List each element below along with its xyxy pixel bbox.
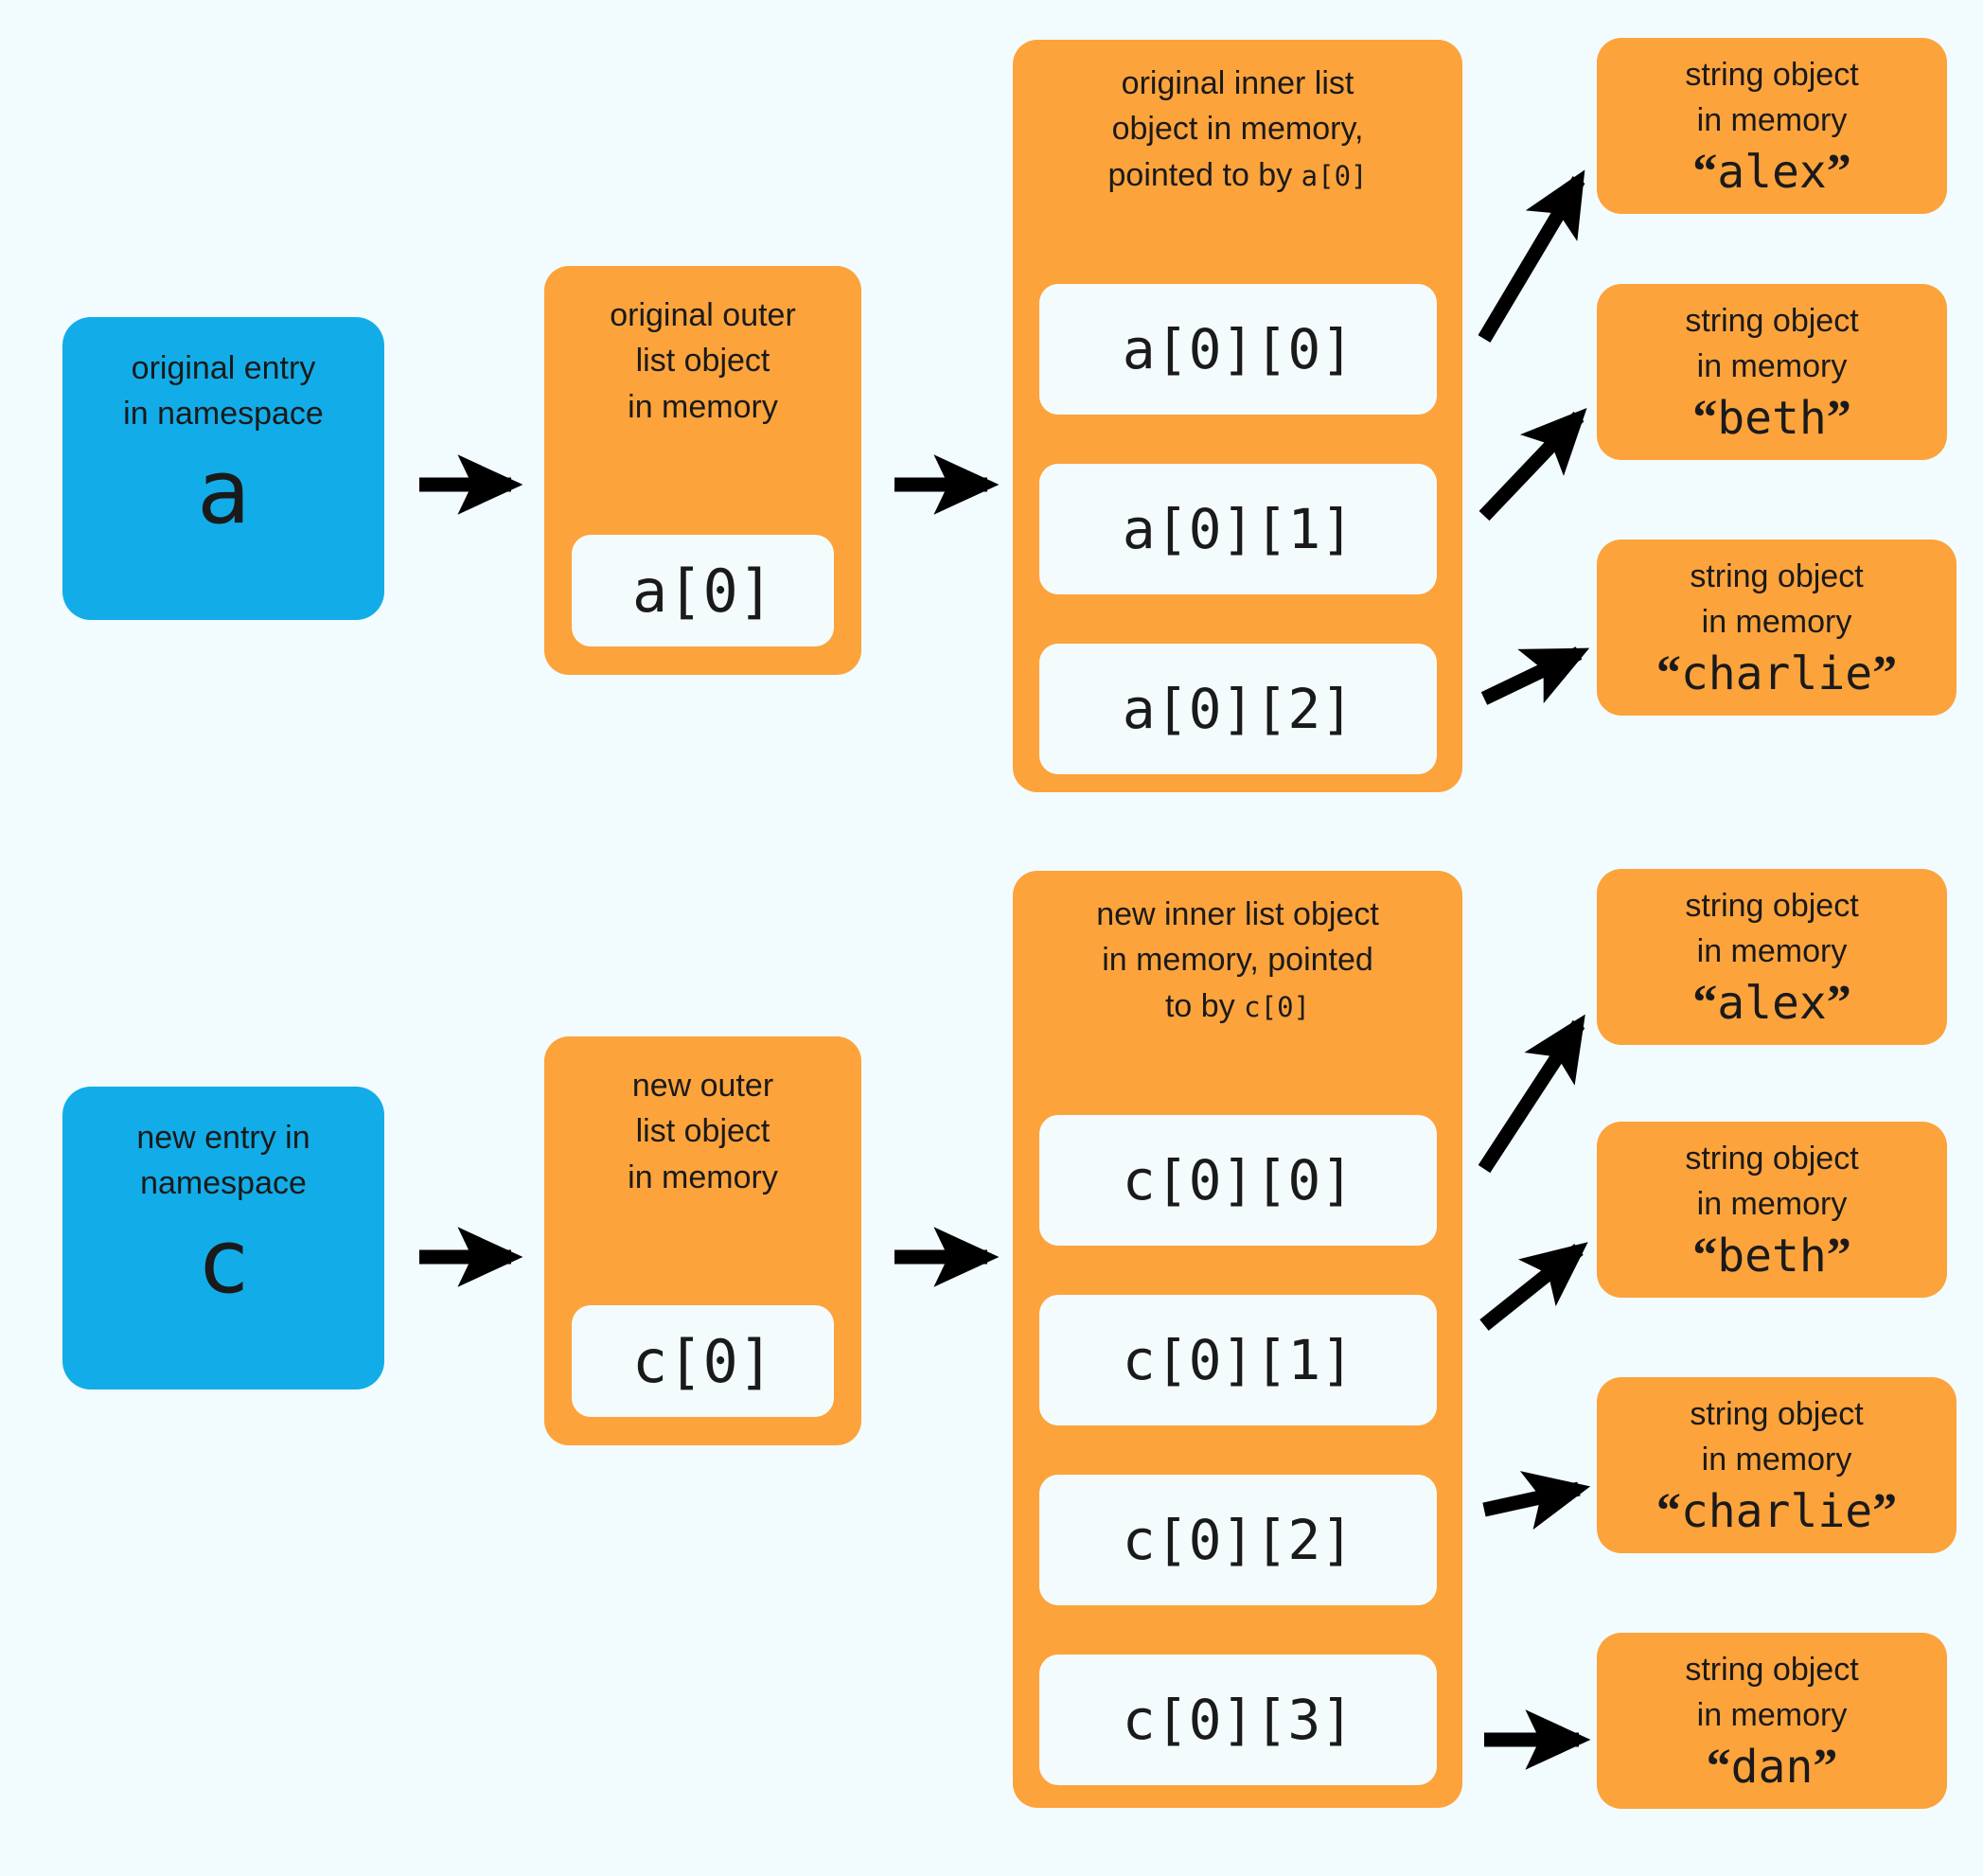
namespace-caption-a: original entry in namespace <box>123 350 324 433</box>
inner-list-cell-c02: c[0][2] <box>1039 1475 1437 1605</box>
arrow-a00-to-alex <box>1478 169 1585 343</box>
string-box-a-charlie: string object in memory “charlie” <box>1597 540 1956 716</box>
namespace-box-a: original entry in namespace a <box>62 317 384 620</box>
string-box-c-beth: string object in memory “beth” <box>1597 1122 1947 1298</box>
string-value-a-beth: “beth” <box>1692 391 1851 446</box>
inner-list-cell-a00: a[0][0] <box>1039 284 1437 415</box>
string-box-c-charlie: string object in memory “charlie” <box>1597 1377 1956 1553</box>
inner-list-caption-code-c: c[0] <box>1244 990 1310 1023</box>
arrow-c00-to-alex <box>1478 1014 1585 1174</box>
inner-list-cell-c03: c[0][3] <box>1039 1655 1437 1785</box>
string-box-a-alex: string object in memory “alex” <box>1597 38 1947 214</box>
inner-list-cell-a01: a[0][1] <box>1039 464 1437 594</box>
outer-list-cell-c0: c[0] <box>572 1305 834 1417</box>
namespace-variable-a: a <box>196 440 251 544</box>
string-caption-a-alex: string object in memory <box>1685 57 1859 138</box>
string-value-c-alex: “alex” <box>1692 976 1851 1031</box>
arrow-c02-to-charlie <box>1482 1471 1591 1531</box>
outer-list-caption-a: original outer list object in memory <box>610 297 796 425</box>
string-box-a-beth: string object in memory “beth” <box>1597 284 1947 460</box>
outer-list-caption-c: new outer list object in memory <box>628 1068 778 1195</box>
string-value-a-charlie: “charlie” <box>1655 646 1898 701</box>
string-box-c-dan: string object in memory “dan” <box>1597 1633 1947 1809</box>
outer-list-box-a: original outer list object in memory a[0… <box>544 266 861 675</box>
inner-list-caption-a: original inner list object in memory, po… <box>1013 61 1462 198</box>
inner-list-box-a: original inner list object in memory, po… <box>1013 40 1462 792</box>
namespace-variable-c: c <box>196 1210 251 1314</box>
string-caption-a-charlie: string object in memory <box>1690 558 1864 640</box>
inner-list-cell-c01: c[0][1] <box>1039 1295 1437 1425</box>
inner-list-caption-text-a: original inner list object in memory, po… <box>1107 65 1364 193</box>
namespace-caption-c: new entry in namespace <box>136 1120 310 1202</box>
string-value-c-dan: “dan” <box>1706 1740 1838 1795</box>
inner-list-caption-code-a: a[0] <box>1301 159 1368 192</box>
string-value-c-beth: “beth” <box>1692 1229 1851 1283</box>
string-caption-c-beth: string object in memory <box>1685 1141 1859 1222</box>
arrow-a01-to-beth <box>1478 408 1587 522</box>
namespace-box-c: new entry in namespace c <box>62 1087 384 1389</box>
string-box-c-alex: string object in memory “alex” <box>1597 869 1947 1045</box>
string-value-c-charlie: “charlie” <box>1655 1484 1898 1539</box>
string-caption-c-alex: string object in memory <box>1685 888 1859 969</box>
outer-list-box-c: new outer list object in memory c[0] <box>544 1036 861 1445</box>
arrow-a02-to-charlie <box>1480 646 1590 705</box>
string-value-a-alex: “alex” <box>1692 145 1851 200</box>
arrow-c01-to-beth <box>1479 1242 1588 1331</box>
inner-list-cell-c00: c[0][0] <box>1039 1115 1437 1246</box>
outer-list-cell-a0: a[0] <box>572 535 834 646</box>
inner-list-caption-c: new inner list object in memory, pointed… <box>1013 892 1462 1029</box>
inner-list-caption-text-c: new inner list object in memory, pointed… <box>1096 896 1379 1024</box>
inner-list-box-c: new inner list object in memory, pointed… <box>1013 871 1462 1808</box>
string-caption-c-charlie: string object in memory <box>1690 1396 1864 1478</box>
string-caption-a-beth: string object in memory <box>1685 303 1859 384</box>
string-caption-c-dan: string object in memory <box>1685 1652 1859 1733</box>
inner-list-cell-a02: a[0][2] <box>1039 644 1437 774</box>
